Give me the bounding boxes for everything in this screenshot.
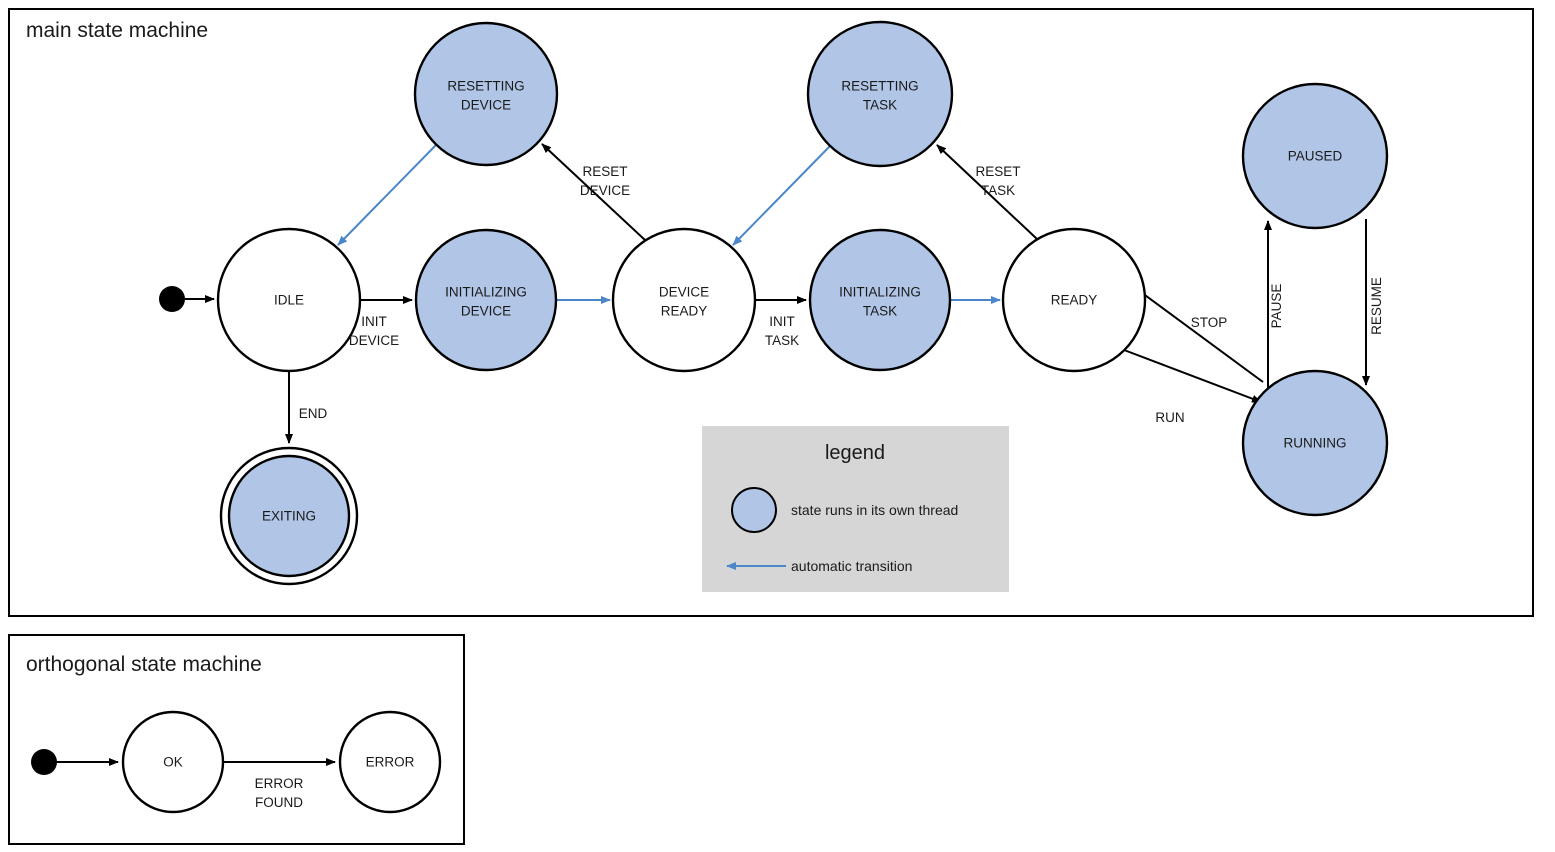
label-end: END: [299, 406, 328, 421]
state-initializing-task-shape[interactable]: [808, 228, 952, 372]
label-reset-device-line1: RESET: [582, 164, 627, 179]
state-ok[interactable]: OK: [121, 710, 225, 814]
main-state-machine-frame: main state machine: [8, 8, 1534, 617]
state-error[interactable]: ERROR: [338, 710, 442, 814]
label-pause: PAUSE: [1269, 284, 1284, 329]
state-error-shape[interactable]: [338, 710, 442, 814]
transition-resetting-task-device-ready: [732, 145, 831, 246]
state-ok-shape[interactable]: [121, 710, 225, 814]
state-resetting-task[interactable]: RESETTING TASK: [806, 20, 954, 168]
main-states: IDLE INITIALIZING DEVICE RESETTING DEVIC…: [159, 20, 1389, 586]
initial-state-marker-orthogonal: [31, 749, 57, 775]
state-exiting-shape[interactable]: [227, 454, 351, 578]
legend: legend state runs in its own thread auto…: [702, 426, 1009, 592]
transition-ready-resetting-task: [936, 144, 1038, 240]
legend-thread-state-icon: [731, 487, 777, 533]
transition-resetting-device-idle: [337, 144, 437, 246]
transition-running-ready: [1133, 286, 1264, 383]
state-ready-label: READY: [1051, 293, 1098, 308]
label-resume: RESUME: [1369, 277, 1384, 335]
legend-item-thread-state-text: state runs in its own thread: [791, 502, 958, 518]
state-initializing-device-label-line1: INITIALIZING: [445, 285, 527, 300]
legend-item-auto-transition-text: automatic transition: [791, 558, 912, 574]
state-idle-shape[interactable]: [216, 227, 362, 373]
state-initializing-device-label-line2: DEVICE: [461, 304, 511, 319]
state-paused-label: PAUSED: [1288, 149, 1343, 164]
main-transition-labels: INIT DEVICE RESET DEVICE INIT TASK RESET…: [299, 164, 1384, 425]
state-paused-shape[interactable]: [1241, 82, 1389, 230]
transition-device-ready-resetting-device: [541, 143, 646, 241]
label-init-device-line1: INIT: [361, 314, 387, 329]
label-init-task-line2: TASK: [765, 333, 799, 348]
orthogonal-frame-title: orthogonal state machine: [26, 653, 262, 676]
state-running[interactable]: RUNNING: [1241, 369, 1389, 517]
state-initializing-task-label-line2: TASK: [863, 304, 897, 319]
label-error-found-line1: ERROR: [255, 776, 304, 791]
state-initializing-device-shape[interactable]: [414, 228, 558, 372]
label-reset-task-line1: RESET: [975, 164, 1020, 179]
initial-state-marker-main: [159, 286, 185, 312]
transition-ready-running: [1123, 349, 1262, 403]
label-stop: STOP: [1191, 315, 1228, 330]
state-initializing-task[interactable]: INITIALIZING TASK: [808, 228, 952, 372]
state-resetting-task-shape[interactable]: [806, 20, 954, 168]
state-resetting-device-label-line1: RESETTING: [447, 79, 524, 94]
orthogonal-states: OK ERROR: [31, 710, 442, 814]
state-initializing-task-label-line1: INITIALIZING: [839, 285, 921, 300]
state-error-label: ERROR: [366, 755, 415, 770]
label-reset-device-line2: DEVICE: [580, 183, 630, 198]
state-ok-label: OK: [163, 755, 183, 770]
label-init-task-line1: INIT: [769, 314, 795, 329]
state-resetting-device[interactable]: RESETTING DEVICE: [413, 21, 559, 167]
label-reset-task-line2: TASK: [981, 183, 1015, 198]
legend-title: legend: [825, 442, 885, 464]
state-idle[interactable]: IDLE: [216, 227, 362, 373]
state-ready[interactable]: READY: [1001, 227, 1147, 373]
orthogonal-state-machine-frame: orthogonal state machine: [8, 634, 465, 845]
state-resetting-task-label-line1: RESETTING: [841, 79, 918, 94]
main-transitions: [185, 143, 1370, 444]
state-running-label: RUNNING: [1284, 436, 1347, 451]
main-frame-border: [8, 8, 1534, 617]
state-exiting[interactable]: EXITING: [219, 446, 359, 586]
orthogonal-transition-labels: ERROR FOUND: [255, 776, 304, 810]
state-resetting-device-label-line2: DEVICE: [461, 98, 511, 113]
state-device-ready-label-line2: READY: [661, 304, 708, 319]
orthogonal-frame-border: [8, 634, 465, 845]
label-error-found-line2: FOUND: [255, 795, 303, 810]
state-paused[interactable]: PAUSED: [1241, 82, 1389, 230]
state-resetting-device-shape[interactable]: [413, 21, 559, 167]
state-device-ready-label-line1: DEVICE: [659, 285, 709, 300]
state-exiting-label: EXITING: [262, 509, 316, 524]
state-running-shape[interactable]: [1241, 369, 1389, 517]
state-idle-label: IDLE: [274, 293, 304, 308]
label-run: RUN: [1155, 410, 1184, 425]
main-frame-title: main state machine: [26, 19, 208, 42]
state-resetting-task-label-line2: TASK: [863, 98, 897, 113]
state-device-ready[interactable]: DEVICE READY: [611, 227, 757, 373]
label-init-device-line2: DEVICE: [349, 333, 399, 348]
state-ready-shape[interactable]: [1001, 227, 1147, 373]
state-initializing-device[interactable]: INITIALIZING DEVICE: [414, 228, 558, 372]
state-device-ready-shape[interactable]: [611, 227, 757, 373]
